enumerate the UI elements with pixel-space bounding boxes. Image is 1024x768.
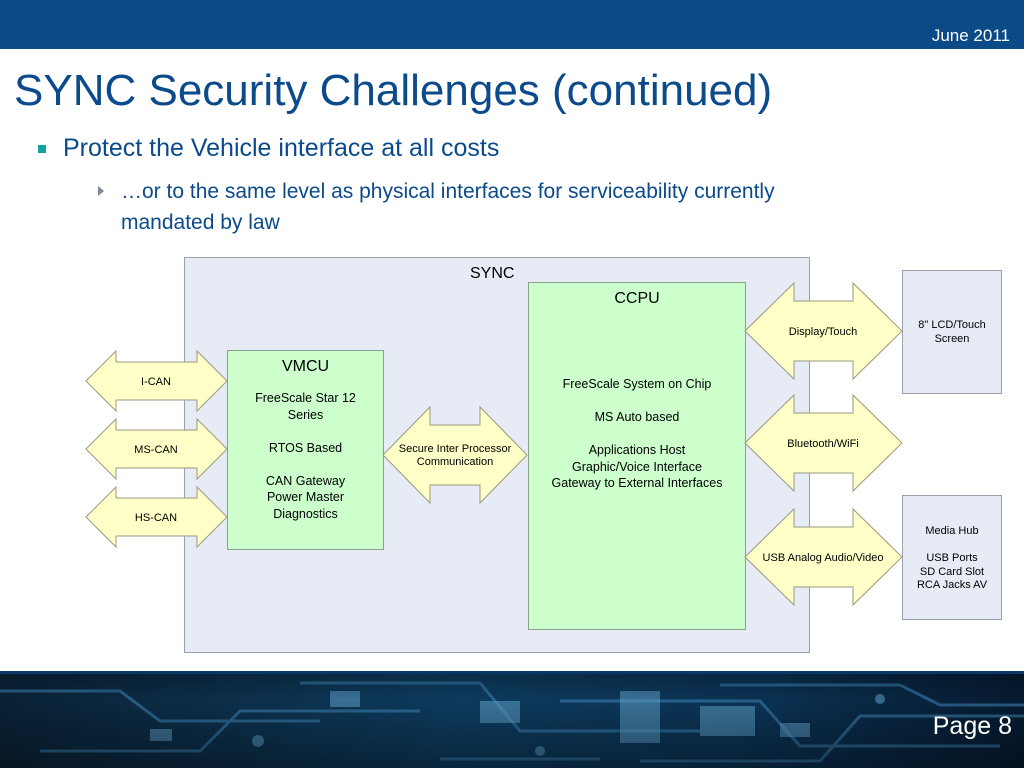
i-can-arrow: I-CAN — [85, 349, 228, 413]
i-can-label: I-CAN — [141, 376, 171, 388]
lcd-line: 8" LCD/Touch — [918, 319, 986, 331]
bullet-2-text: …or to the same level as physical interf… — [121, 180, 775, 234]
vmcu-title: VMCU — [281, 358, 330, 375]
hs-can-arrow: HS-CAN — [85, 485, 228, 549]
lcd-screen-box: 8" LCD/Touch Screen — [902, 270, 1002, 394]
ccpu-title: CCPU — [614, 290, 660, 307]
sync-label: SYNC — [470, 265, 515, 282]
media-line: RCA Jacks AV — [916, 579, 988, 591]
vmcu-line: FreeScale Star 12 — [255, 391, 356, 405]
header-bar — [0, 0, 1024, 49]
media-line: SD Card Slot — [919, 565, 985, 578]
bluetooth-wifi-arrow: Bluetooth/WiFi — [744, 393, 903, 493]
ms-can-label: MS-CAN — [134, 444, 177, 456]
vmcu-block: VMCU FreeScale Star 12 Series RTOS Based… — [227, 350, 384, 550]
ccpu-line: Graphic/Voice Interface — [572, 459, 702, 474]
display-touch-arrow: Display/Touch — [744, 281, 903, 381]
ccpu-line: Gateway to External Interfaces — [551, 476, 723, 490]
usb-av-label: USB Analog Audio/Video — [763, 552, 884, 564]
slide-title: SYNC Security Challenges (continued) — [14, 66, 773, 115]
media-line: USB Ports — [926, 552, 978, 564]
square-bullet-icon — [38, 145, 46, 153]
ccpu-line: MS Auto based — [594, 410, 680, 424]
vmcu-line: Series — [287, 407, 324, 422]
ccpu-line: FreeScale System on Chip — [562, 377, 712, 391]
circuit-board-footer — [0, 671, 1024, 768]
secure-ipc-label-line1: Secure Inter Processor — [399, 443, 512, 455]
vmcu-line: RTOS Based — [268, 440, 343, 455]
page-number: Page 8 — [932, 712, 1012, 740]
slide-date: June 2011 — [931, 26, 1010, 45]
ms-can-arrow: MS-CAN — [85, 417, 228, 481]
triangle-bullet-icon — [98, 186, 104, 196]
vmcu-line: CAN Gateway — [265, 473, 346, 488]
ccpu-line: Applications Host — [588, 443, 686, 457]
usb-av-arrow: USB Analog Audio/Video — [744, 507, 903, 607]
secure-ipc-label-line2: Communication — [417, 456, 493, 468]
media-line: Media Hub — [925, 525, 979, 537]
bullet-1-text: Protect the Vehicle interface at all cos… — [63, 134, 500, 162]
secure-ipc-arrow: Secure Inter Processor Communication — [382, 405, 528, 505]
lcd-line: Screen — [934, 332, 970, 345]
display-touch-label: Display/Touch — [789, 326, 857, 338]
ccpu-block: CCPU FreeScale System on Chip MS Auto ba… — [528, 282, 746, 630]
hs-can-label: HS-CAN — [135, 512, 177, 524]
vmcu-line: Diagnostics — [273, 506, 338, 521]
vmcu-line: Power Master — [266, 490, 345, 504]
bluetooth-wifi-label: Bluetooth/WiFi — [787, 438, 859, 450]
media-hub-box: Media Hub USB Ports SD Card Slot RCA Jac… — [902, 495, 1002, 620]
